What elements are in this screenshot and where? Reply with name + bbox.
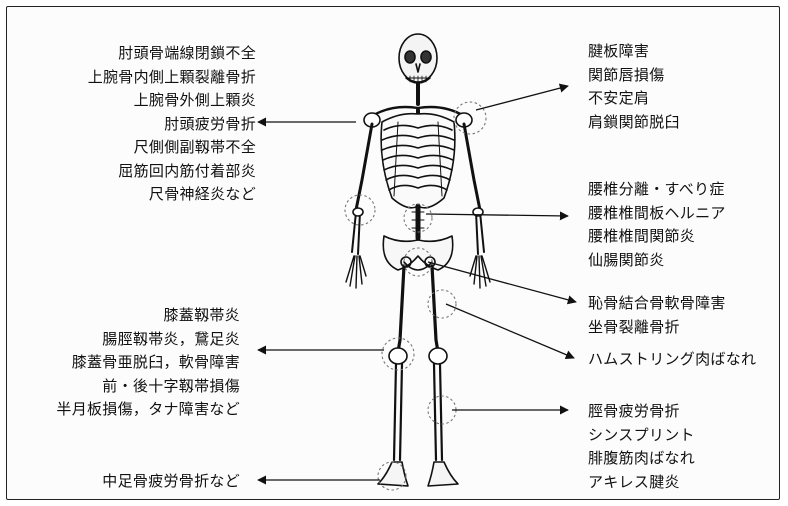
shoulder-item: 関節唇損傷 (588, 64, 680, 88)
hamstring-injury-list: ハムストリング肉ばなれ (588, 348, 756, 372)
pubic-item: 恥骨結合骨軟骨障害 (588, 292, 726, 316)
lumbar-item: 仙腸関節炎 (588, 249, 726, 273)
foot-item: 中足骨疲労骨折など (102, 470, 240, 494)
elbow-item: 上腕骨外側上顆炎 (88, 89, 256, 113)
shoulder-item: 不安定肩 (588, 87, 680, 111)
shoulder-arrow (476, 86, 568, 110)
hamstring-arrow (446, 304, 574, 358)
lumbar-item: 腰椎分離・すべり症 (588, 178, 726, 202)
lumbar-item: 腰椎椎間板ヘルニア (588, 202, 726, 226)
pelvis-icon (383, 236, 452, 270)
knee-item: 腸脛靱帯炎，鵞足炎 (56, 328, 240, 352)
hamstring-item: ハムストリング肉ばなれ (588, 348, 756, 372)
ribcage-icon (381, 110, 455, 212)
elbow-item: 尺側側副靱帯不全 (88, 136, 256, 160)
elbow-item: 肘頭疲労骨折 (88, 113, 256, 137)
skeleton-figure (346, 34, 490, 486)
skull-icon (399, 34, 437, 84)
lowerleg-item: 脛骨疲労骨折 (588, 400, 695, 424)
knee-item: 膝蓋骨亜脱臼，軟骨障害 (56, 351, 240, 375)
lowerleg-item: 腓腹筋肉ばなれ (588, 447, 695, 471)
elbow-injury-list: 肘頭骨端線閉鎖不全 上腕骨内側上顆裂離骨折 上腕骨外側上顆炎 肘頭疲労骨折 尺側… (88, 42, 256, 207)
elbow-item: 屈筋回内筋付着部炎 (88, 160, 256, 184)
shoulder-item: 腱板障害 (588, 40, 680, 64)
lumbar-item: 腰椎椎間関節炎 (588, 225, 726, 249)
lowerleg-injury-list: 脛骨疲労骨折 シンスプリント 腓腹筋肉ばなれ アキレス腱炎 (588, 400, 695, 494)
shoulder-injury-list: 腱板障害 関節唇損傷 不安定肩 肩鎖関節脱臼 (588, 40, 680, 134)
lumbar-injury-list: 腰椎分離・すべり症 腰椎椎間板ヘルニア 腰椎椎間関節炎 仙腸関節炎 (588, 178, 726, 272)
lowerleg-item: アキレス腱炎 (588, 471, 695, 495)
elbow-item: 尺骨神経炎など (88, 183, 256, 207)
knee-item: 膝蓋靱帯炎 (56, 304, 240, 328)
foot-injury-list: 中足骨疲労骨折など (102, 470, 240, 494)
knee-item: 半月板損傷，タナ障害など (56, 398, 240, 422)
knee-item: 前・後十字靱帯損傷 (56, 375, 240, 399)
pubic-arrow (428, 262, 576, 302)
lowerleg-item: シンスプリント (588, 424, 695, 448)
lumbar-arrow (426, 214, 568, 216)
elbow-item: 上腕骨内側上顆裂離骨折 (88, 66, 256, 90)
pubic-injury-list: 恥骨結合骨軟骨障害 坐骨裂離骨折 (588, 292, 726, 339)
knee-injury-list: 膝蓋靱帯炎 腸脛靱帯炎，鵞足炎 膝蓋骨亜脱臼，軟骨障害 前・後十字靱帯損傷 半月… (56, 304, 240, 422)
elbow-item: 肘頭骨端線閉鎖不全 (88, 42, 256, 66)
pubic-item: 坐骨裂離骨折 (588, 316, 726, 340)
shoulder-item: 肩鎖関節脱臼 (588, 111, 680, 135)
